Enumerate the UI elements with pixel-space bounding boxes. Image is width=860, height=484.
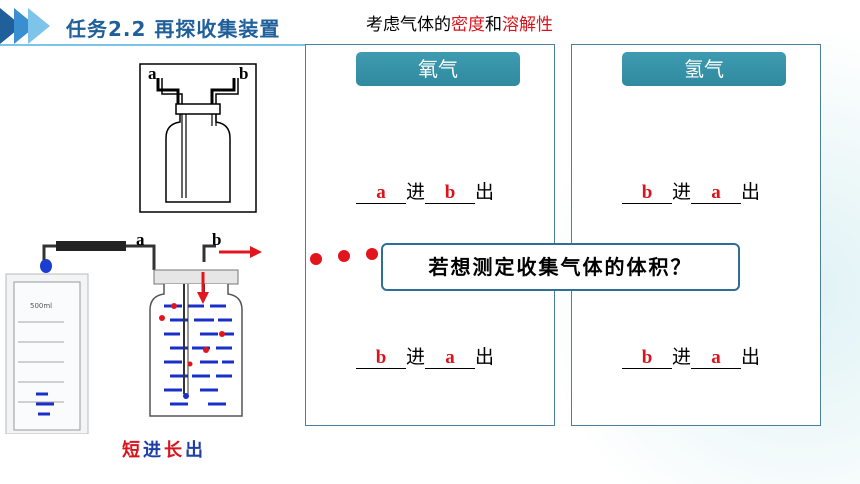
outlet-blank: a (691, 183, 742, 204)
port-label-b: b (239, 64, 249, 83)
ellipsis-dot (366, 248, 378, 260)
port-label-b: b (212, 230, 222, 249)
caption-char: 短 (122, 440, 143, 461)
cylinder-marking: 500ml (30, 302, 52, 310)
inlet-blank: b (622, 183, 672, 204)
port-label-a: a (136, 230, 145, 249)
exit-text: 出 (741, 181, 761, 203)
inlet-blank: b (356, 348, 406, 369)
caption-char: 长 (164, 440, 185, 461)
page-title: 任务2.2 再探收集装置 (66, 17, 281, 41)
chevron-icon (28, 8, 50, 44)
enter-text: 进 (672, 346, 692, 368)
question-box: 若想测定收集气体的体积？ (381, 243, 740, 291)
hydrogen-panel-title: 氢气 (622, 52, 786, 86)
subtitle-part: 和 (485, 15, 502, 35)
port-label-a: a (148, 64, 157, 83)
inlet-blank: b (622, 348, 672, 369)
outlet-blank: a (691, 348, 742, 369)
header-divider (0, 44, 305, 46)
subtitle-highlight: 溶解性 (502, 15, 553, 35)
exit-text: 出 (741, 346, 761, 368)
outlet-blank: b (425, 183, 476, 204)
enter-text: 进 (406, 181, 426, 203)
ellipsis-dot (338, 250, 350, 262)
enter-text: 进 (672, 181, 692, 203)
inlet-blank: a (356, 183, 406, 204)
gas-bottle-diagram (139, 63, 257, 213)
ellipsis-dot (310, 253, 322, 265)
oxygen-panel-title: 氧气 (356, 52, 520, 86)
caption-char: 进 (143, 440, 164, 461)
caption: 短进长出 (122, 436, 206, 462)
subtitle: 考虑气体的密度和溶解性 (366, 10, 553, 35)
subtitle-part: 考虑气体的 (366, 15, 451, 35)
outlet-blank: a (425, 348, 476, 369)
subtitle-highlight: 密度 (451, 15, 485, 35)
enter-text: 进 (406, 346, 426, 368)
exit-text: 出 (475, 181, 495, 203)
caption-char: 出 (185, 440, 206, 461)
water-displacement-diagram: 500ml (5, 241, 262, 434)
header-bar: 任务2.2 再探收集装置 (0, 8, 340, 44)
exit-text: 出 (475, 346, 495, 368)
